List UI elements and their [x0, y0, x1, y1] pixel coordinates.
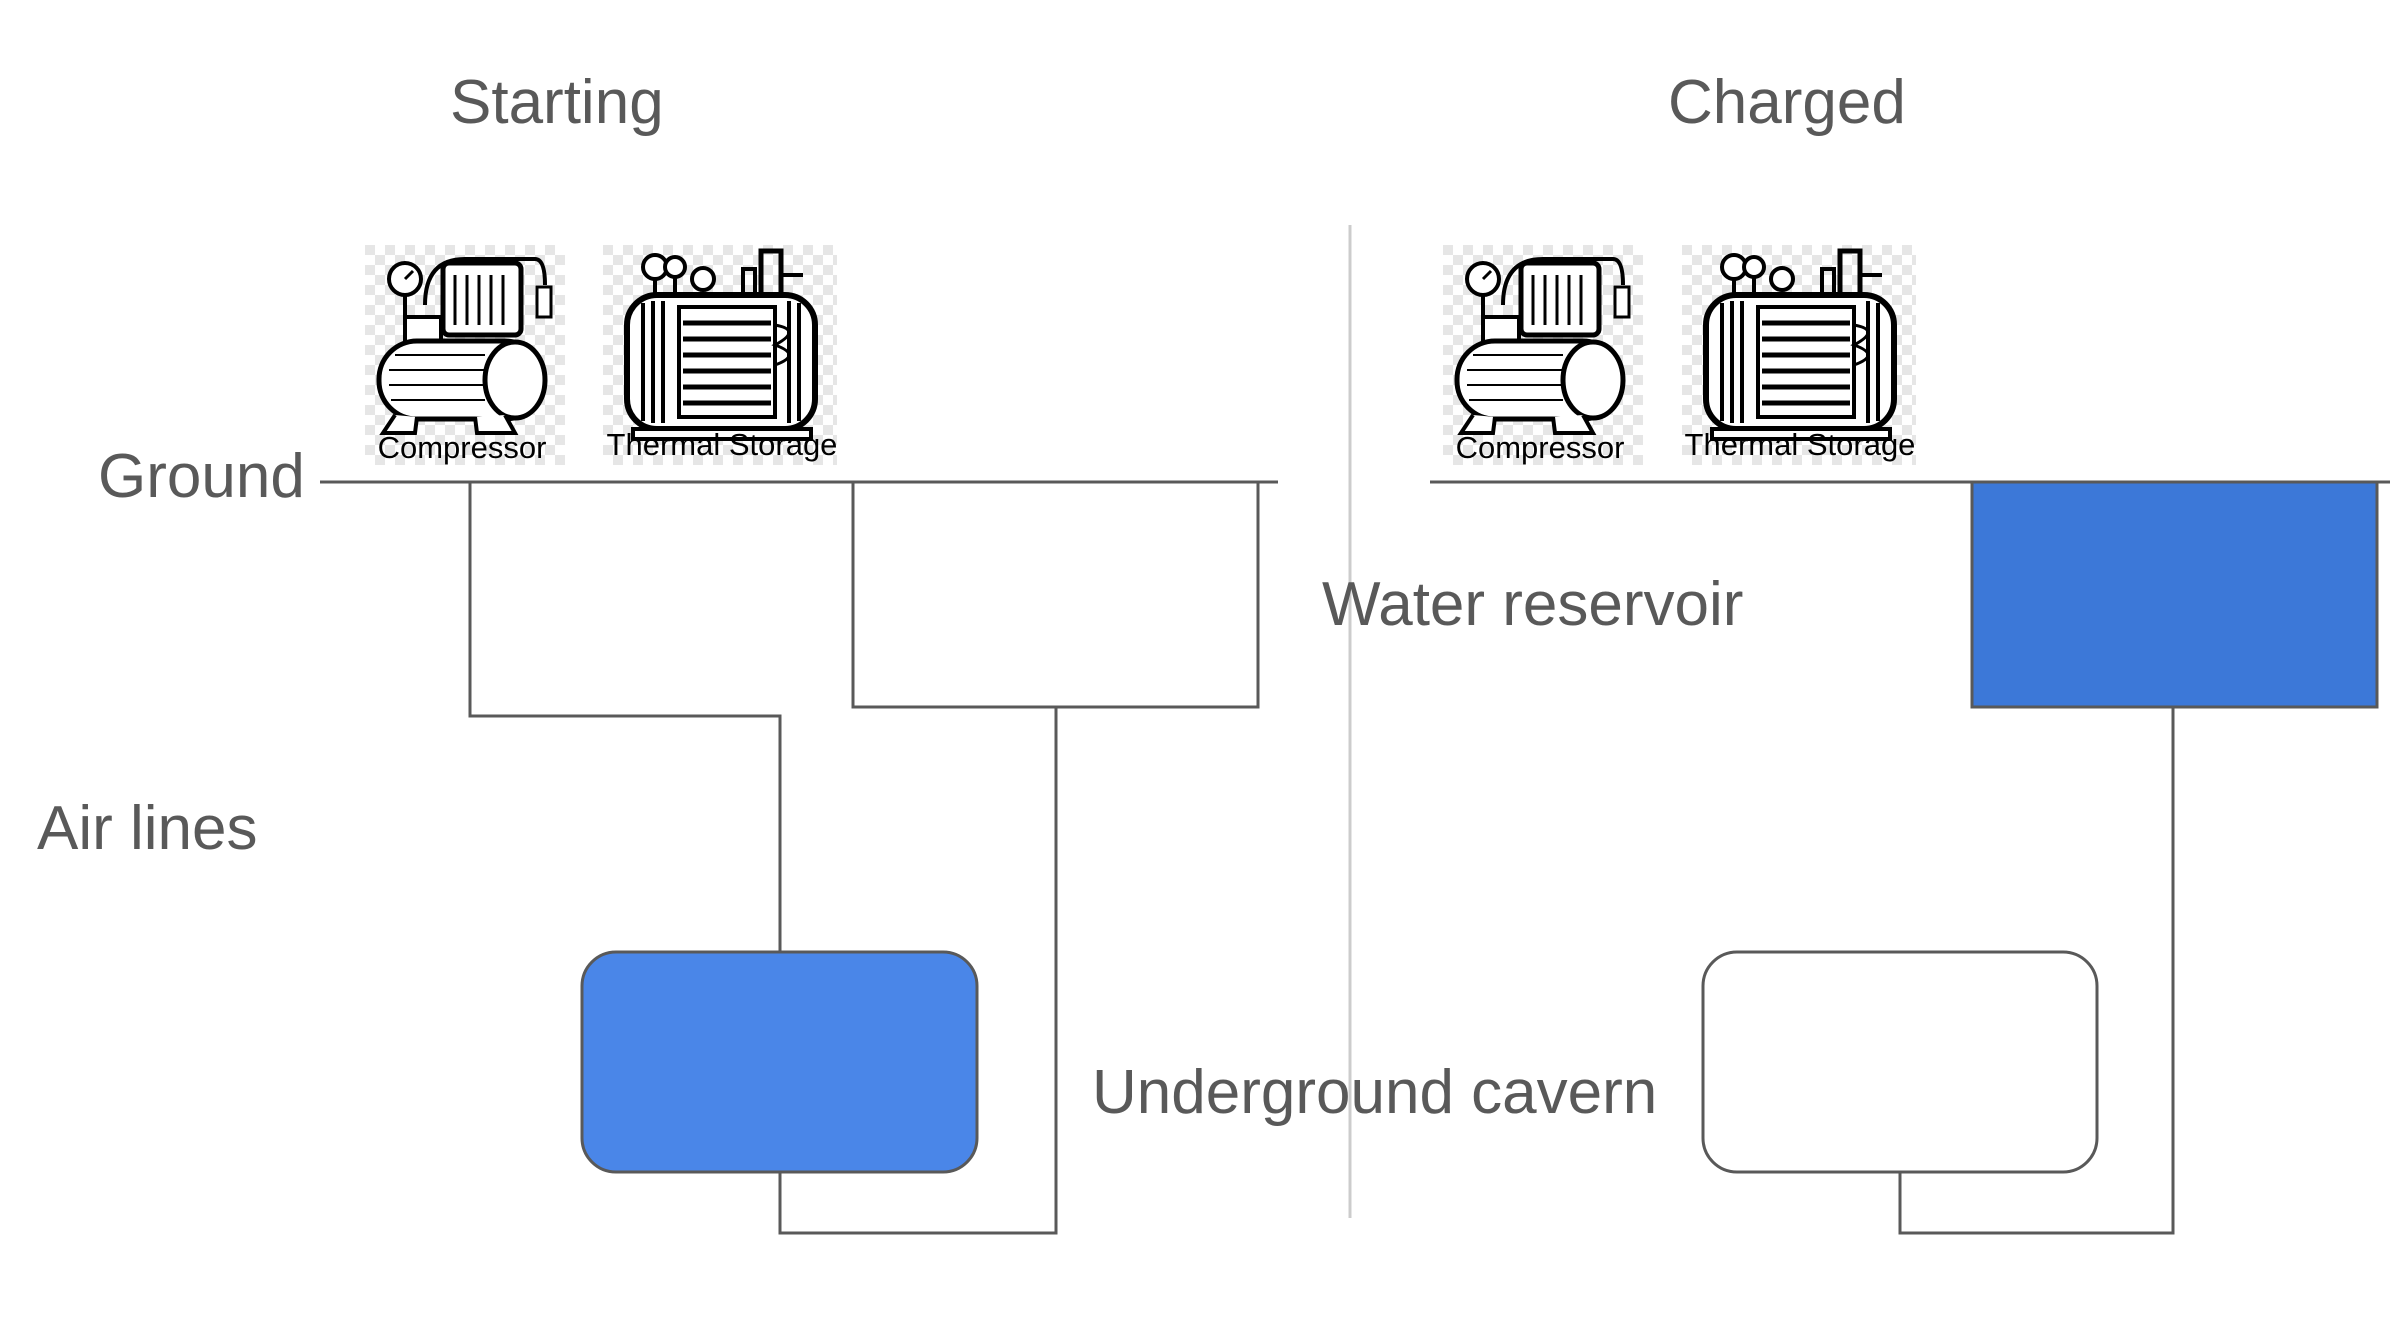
starting-air-line-inlet	[468, 482, 782, 952]
water-reservoir-label: Water reservoir	[1322, 570, 1743, 639]
starting-water-pipe	[778, 707, 1058, 1235]
starting-compressor-caption: Compressor	[378, 430, 547, 465]
charged-title: Charged	[1668, 68, 1906, 137]
ground-label: Ground	[98, 442, 305, 511]
charged-thermal-storage-caption: Thermal Storage	[1685, 427, 1916, 462]
starting-water-reservoir	[851, 480, 1260, 709]
starting-title: Starting	[450, 68, 664, 137]
starting-thermal-storage-caption: Thermal Storage	[607, 427, 838, 462]
charged-water-reservoir	[1970, 480, 2379, 709]
charged-compressor-caption: Compressor	[1456, 430, 1625, 465]
air-lines-label: Air lines	[37, 794, 258, 863]
underground-cavern-label: Underground cavern	[1092, 1058, 1657, 1127]
charged-water-pipe	[1898, 707, 2175, 1235]
charged-underground-cavern	[1701, 950, 2099, 1174]
starting-underground-cavern	[580, 950, 979, 1174]
